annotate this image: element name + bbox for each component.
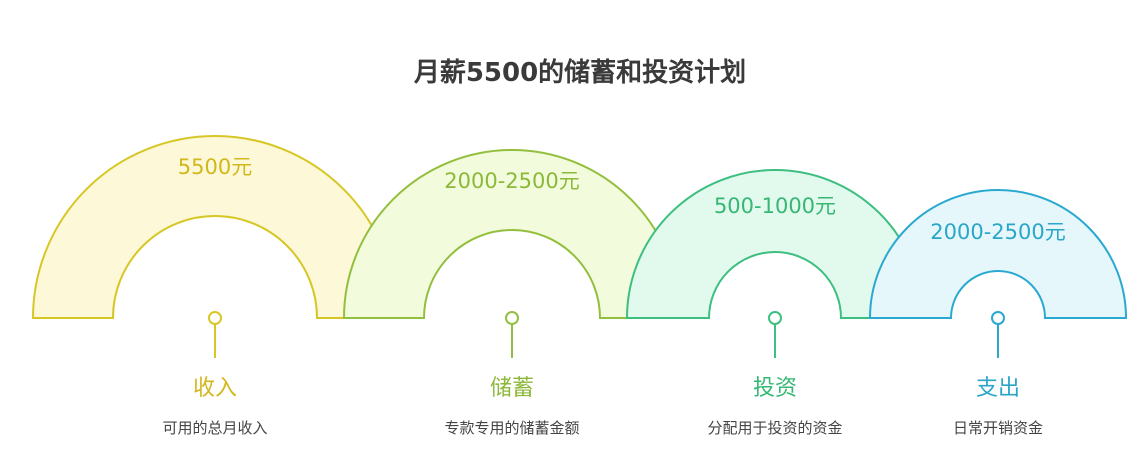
expense-dot	[991, 311, 1005, 325]
stage-invest: 500-1000元	[625, 169, 925, 358]
diagram-title: 月薪5500的储蓄和投资计划	[413, 58, 747, 88]
expense-label: 支出	[975, 376, 1020, 401]
invest-dot	[768, 311, 782, 325]
stage-expense: 2000-2500元	[868, 189, 1128, 358]
invest-label: 投资	[752, 376, 797, 401]
savings-description: 专款专用的储蓄金额	[444, 419, 580, 437]
income-description: 可用的总月收入	[162, 419, 268, 437]
savings-amount: 2000-2500元	[444, 169, 579, 193]
invest-amount: 500-1000元	[714, 194, 836, 218]
expense-description: 日常开销资金	[952, 419, 1043, 437]
income-amount: 5500元	[178, 155, 252, 179]
stage-income: 5500元	[31, 135, 399, 358]
income-dot	[208, 311, 222, 325]
savings-label: 储蓄	[489, 376, 534, 401]
income-label: 收入	[192, 376, 237, 401]
stage-savings: 2000-2500元	[342, 149, 682, 358]
expense-arch	[868, 189, 1128, 319]
savings-dot	[505, 311, 519, 325]
expense-amount: 2000-2500元	[930, 220, 1065, 244]
invest-description: 分配用于投资的资金	[707, 419, 843, 437]
